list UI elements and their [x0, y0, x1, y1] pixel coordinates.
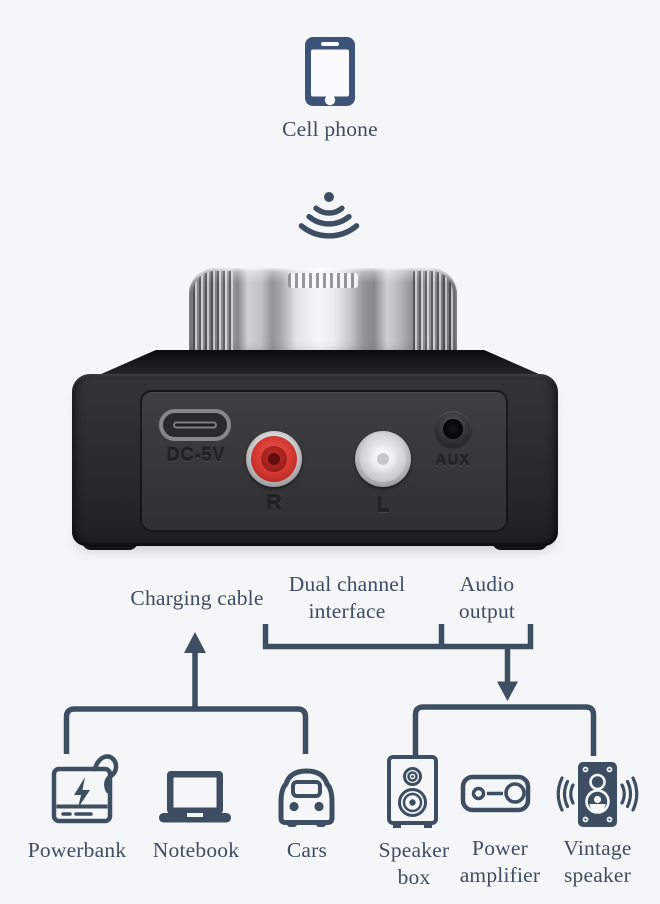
power-amplifier-label: Power amplifier [459, 836, 541, 887]
usb-c-slot [173, 421, 217, 429]
speaker-box-label: Speaker box [378, 838, 450, 889]
usb-c-charge-port [159, 409, 231, 441]
r-channel-label: R [266, 492, 282, 515]
knob-knurl-texture [288, 273, 358, 288]
aux-port-label: AUX [435, 452, 471, 469]
dc-5v-port-label: DC-5V [166, 445, 226, 465]
cell-phone-label: Cell phone [282, 117, 378, 141]
charging-cable-label: Charging cable [130, 586, 264, 610]
aux-jack-hole [443, 419, 463, 439]
device-top-face [92, 350, 548, 378]
powerbank-label: Powerbank [27, 838, 127, 862]
l-channel-label: L [376, 494, 390, 517]
volume-knob [189, 268, 457, 360]
rca-jack-right-red [246, 431, 302, 487]
cars-label: Cars [286, 838, 328, 862]
audio-output-label: Audio output [458, 572, 516, 623]
notebook-label: Notebook [152, 838, 240, 862]
dual-channel-interface-label: Dual channel interface [288, 572, 406, 623]
rca-jack-left-white [355, 431, 411, 487]
aux-jack [435, 411, 471, 447]
vintage-speaker-label: Vintage speaker [563, 836, 632, 887]
